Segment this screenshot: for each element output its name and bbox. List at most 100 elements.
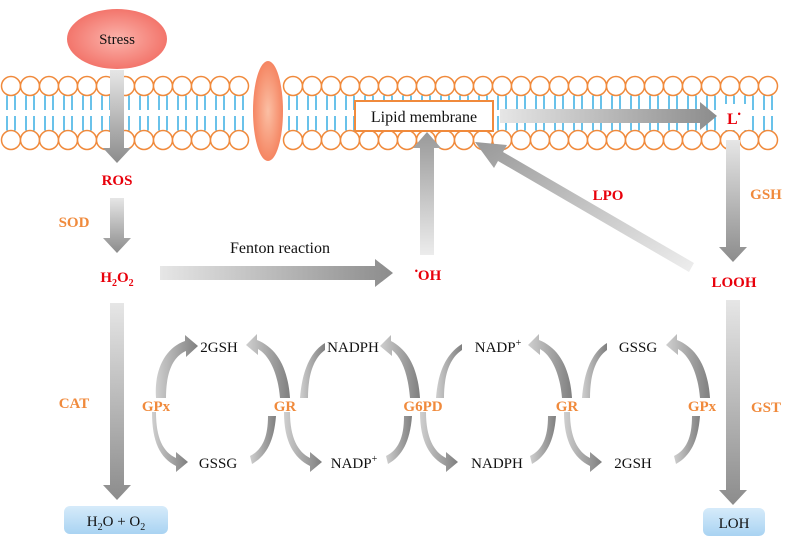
water-sub1: 2 xyxy=(98,522,103,533)
looh-label: LOOH xyxy=(711,275,756,291)
enzyme-sod: SOD xyxy=(59,215,90,231)
lipid-head xyxy=(320,75,342,97)
lipid-head xyxy=(339,75,361,97)
lipid-head xyxy=(586,75,608,97)
curve-gr-right-bottom-left xyxy=(530,416,556,464)
arrow-looh-to-loh xyxy=(719,300,747,505)
lipid-head xyxy=(57,129,79,151)
h2o2-label: H2O2 xyxy=(100,270,133,289)
nadp-top-sup: + xyxy=(516,338,522,349)
lipid-head xyxy=(548,129,570,151)
arrow-stress-to-ros xyxy=(103,70,131,163)
water-h: H xyxy=(87,514,98,530)
lipid-head xyxy=(719,75,741,97)
metabolite-nadp-bottom: NADP+ xyxy=(331,454,378,472)
lipid-head xyxy=(152,129,174,151)
arrow-ros-to-h2o2 xyxy=(103,198,131,253)
metabolite-gssg-top: GSSG xyxy=(619,340,658,356)
curve-gpx-right-bottom xyxy=(674,416,700,464)
curve-gr-left-bottom xyxy=(284,412,322,472)
lipid-head xyxy=(605,129,627,151)
curve-gpx-left-bottom xyxy=(152,412,188,472)
curve-gr-right-top xyxy=(528,334,572,398)
nadp-top-label: NADP xyxy=(475,340,516,356)
metabolite-2gsh-top: 2GSH xyxy=(200,340,238,356)
metabolite-gssg-bottom: GSSG xyxy=(199,456,238,472)
lipid-head xyxy=(643,75,665,97)
enzyme-gpx-left: GPx xyxy=(142,399,171,415)
enzyme-cat: CAT xyxy=(59,396,90,412)
lipid-head xyxy=(38,75,60,97)
lipid-head xyxy=(301,75,323,97)
curve-g6pd-top-right xyxy=(436,344,462,398)
curve-gr-left-gssg xyxy=(250,416,276,464)
lipid-head xyxy=(171,75,193,97)
lipid-head xyxy=(396,75,418,97)
curve-g6pd-bottom-left xyxy=(386,416,412,464)
fenton-reaction-label: Fenton reaction xyxy=(230,240,330,257)
loh-box xyxy=(703,508,765,536)
arrow-membrane-to-lradical xyxy=(500,102,717,130)
lipid-head xyxy=(228,129,250,151)
lipid-head xyxy=(396,129,418,151)
lipid-head xyxy=(282,75,304,97)
lipid-head xyxy=(738,75,760,97)
lipid-membrane-box xyxy=(354,100,494,132)
enzyme-gsh: GSH xyxy=(750,187,782,203)
lipid-head xyxy=(491,75,513,97)
enzyme-gpx-right: GPx xyxy=(688,399,717,415)
lipid-head xyxy=(605,75,627,97)
lipid-head xyxy=(76,75,98,97)
lipid-head xyxy=(662,129,684,151)
lipid-head xyxy=(190,129,212,151)
lipid-head xyxy=(700,129,722,151)
loh-label: LOH xyxy=(719,516,750,532)
lipid-head xyxy=(586,129,608,151)
lipid-head xyxy=(19,129,41,151)
lipid-head xyxy=(171,129,193,151)
lipid-head xyxy=(453,129,475,151)
lipid-head xyxy=(152,75,174,97)
lipid-head xyxy=(757,129,779,151)
curve-gpx-right-top xyxy=(666,334,710,398)
lipid-head xyxy=(567,129,589,151)
enzyme-lpo: LPO xyxy=(593,188,624,204)
lipid-head xyxy=(228,75,250,97)
lipid-head xyxy=(209,129,231,151)
membrane-channel xyxy=(253,61,283,161)
metabolite-nadph-top: NADPH xyxy=(327,340,379,356)
nadp-bottom-sup: + xyxy=(372,454,378,465)
lipid-head xyxy=(377,75,399,97)
lipid-head xyxy=(377,129,399,151)
lipid-head xyxy=(548,75,570,97)
curve-gr-right-gssg xyxy=(582,343,607,398)
lipid-head xyxy=(472,75,494,97)
lipid-head xyxy=(510,129,532,151)
water-o-plus-o: O + O xyxy=(103,514,141,530)
lipid-head xyxy=(510,75,532,97)
lipid-head xyxy=(453,75,475,97)
lipid-radical: L• xyxy=(727,109,741,128)
lipid-head xyxy=(434,75,456,97)
lipid-head xyxy=(567,75,589,97)
enzyme-gst: GST xyxy=(751,400,781,416)
lipid-head xyxy=(529,75,551,97)
curve-gr-right-bottom-right xyxy=(564,412,602,472)
lipid-radical-label: L xyxy=(727,111,738,128)
h2o2-sub2: 2 xyxy=(129,278,134,289)
enzyme-g6pd: G6PD xyxy=(403,399,442,415)
enzyme-gr-left: GR xyxy=(274,399,297,415)
curve-gr-left-top xyxy=(246,334,290,398)
oh-radical-label: OH xyxy=(418,268,442,284)
metabolite-2gsh-bottom: 2GSH xyxy=(614,456,652,472)
lipid-head xyxy=(358,129,380,151)
lipid-head xyxy=(738,129,760,151)
h2o2-sub1: 2 xyxy=(112,278,117,289)
lipid-head xyxy=(624,129,646,151)
h2o2-o: O xyxy=(117,270,129,286)
lipid-radical-dot: • xyxy=(738,109,741,119)
arrow-lpo xyxy=(475,142,694,272)
water-oxygen-label: H2O + O2 xyxy=(87,514,145,533)
oh-radical-dot: • xyxy=(415,266,418,276)
